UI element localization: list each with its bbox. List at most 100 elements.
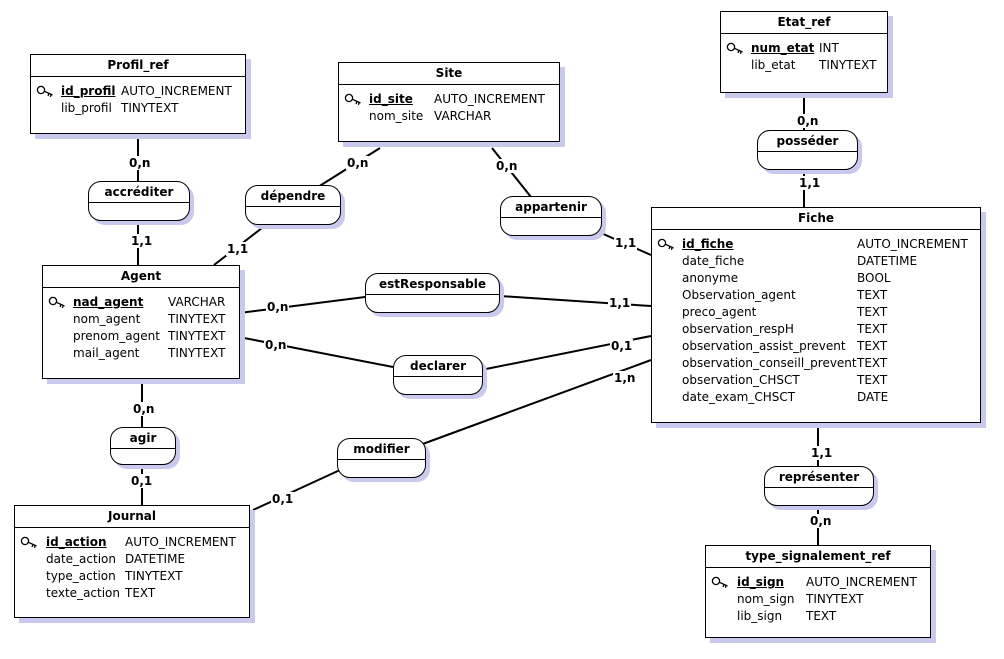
entity-title: Journal	[15, 506, 249, 528]
entity-profil-ref[interactable]: Profil_ref id_profil AUTO_INCREMENT lib_…	[30, 54, 246, 134]
key-icon	[344, 93, 361, 106]
key-icon	[657, 238, 674, 251]
field-name: num_etat	[751, 41, 815, 55]
field-type: TINYTEXT	[168, 329, 226, 343]
entity-title: Agent	[43, 266, 239, 288]
field-name: observation_assist_prevent	[682, 339, 846, 353]
field-row: observation_CHSCT TEXT	[652, 372, 980, 389]
field-row: observation_conseill_prevent TEXT	[652, 355, 980, 372]
field-name: observation_conseill_prevent	[682, 356, 857, 370]
field-type: AUTO_INCREMENT	[434, 92, 545, 106]
association-label: estResponsable	[366, 274, 499, 295]
entity-agent[interactable]: Agent nad_agent VARCHAR nom_agent TINYTE…	[42, 265, 240, 379]
field-name: id_profil	[61, 84, 116, 98]
association-representer[interactable]: représenter	[764, 466, 874, 506]
entity-site[interactable]: Site id_site AUTO_INCREMENT nom_site VAR…	[338, 62, 560, 142]
field-type: TEXT	[857, 305, 888, 319]
field-name: observation_CHSCT	[682, 373, 800, 387]
field-name: type_action	[46, 569, 116, 583]
entity-etat-ref[interactable]: Etat_ref num_etat INT lib_etat TINYTEXT	[720, 11, 888, 93]
cardinality-label: 0,n	[128, 156, 152, 170]
association-label: accréditer	[89, 182, 189, 203]
field-name: id_site	[369, 92, 413, 106]
field-name: id_sign	[737, 575, 785, 589]
field-name: date_exam_CHSCT	[682, 390, 796, 404]
association-posseder[interactable]: posséder	[757, 130, 858, 170]
field-type: AUTO_INCREMENT	[121, 84, 232, 98]
association-accrediter[interactable]: accréditer	[88, 181, 190, 221]
field-name: mail_agent	[73, 346, 140, 360]
field-row: nad_agent VARCHAR	[43, 294, 239, 311]
key-icon	[20, 536, 37, 549]
association-label: posséder	[758, 131, 857, 152]
field-name: anonyme	[682, 271, 739, 285]
field-type: TINYTEXT	[168, 346, 226, 360]
association-label: agir	[111, 428, 175, 449]
entity-title: type_signalement_ref	[706, 546, 930, 568]
field-name: date_fiche	[682, 254, 745, 268]
entity-fiche[interactable]: Fiche id_fiche AUTO_INCREMENT date_fiche…	[651, 207, 981, 423]
association-dependre[interactable]: dépendre	[245, 185, 341, 225]
field-row: Observation_agent TEXT	[652, 287, 980, 304]
line-modifier-fiche	[419, 359, 652, 446]
line-agent-declarer	[238, 336, 394, 368]
field-row: date_exam_CHSCT DATE	[652, 389, 980, 406]
association-appartenir[interactable]: appartenir	[500, 196, 602, 236]
field-row: lib_sign TEXT	[706, 608, 930, 625]
cardinality-label: 1,1	[608, 296, 632, 310]
cardinality-label: 0,n	[796, 114, 820, 128]
field-name: texte_action	[46, 586, 121, 600]
field-type: AUTO_INCREMENT	[857, 237, 968, 251]
field-type: TEXT	[857, 322, 888, 336]
entity-type-signalement-ref[interactable]: type_signalement_ref id_sign AUTO_INCREM…	[705, 545, 931, 638]
field-type: DATETIME	[857, 254, 918, 268]
field-type: TINYTEXT	[819, 58, 877, 72]
key-icon	[726, 42, 743, 55]
cardinality-label: 0,1	[610, 339, 634, 353]
field-row: type_action TINYTEXT	[15, 568, 249, 585]
field-name: date_action	[46, 552, 116, 566]
field-row: mail_agent TINYTEXT	[43, 345, 239, 362]
entity-journal[interactable]: Journal id_action AUTO_INCREMENT date_ac…	[14, 505, 250, 618]
cardinality-label: 1,1	[226, 242, 250, 256]
field-row: id_sign AUTO_INCREMENT	[706, 574, 930, 591]
field-row: id_action AUTO_INCREMENT	[15, 534, 249, 551]
field-name: Observation_agent	[682, 288, 796, 302]
field-row: observation_assist_prevent TEXT	[652, 338, 980, 355]
key-icon	[48, 296, 65, 309]
field-type: TEXT	[125, 586, 156, 600]
cardinality-label: 1,1	[130, 234, 154, 248]
cardinality-label: 1,1	[614, 236, 638, 250]
association-estresponsable[interactable]: estResponsable	[365, 273, 500, 313]
cardinality-label: 1,1	[798, 176, 822, 190]
field-row: date_fiche DATETIME	[652, 253, 980, 270]
cardinality-label: 0,n	[495, 159, 519, 173]
association-declarer[interactable]: declarer	[393, 355, 483, 395]
association-modifier[interactable]: modifier	[337, 438, 426, 478]
field-row: nom_site VARCHAR	[339, 108, 559, 125]
entity-title: Etat_ref	[721, 12, 887, 34]
entity-title: Fiche	[652, 208, 980, 230]
cardinality-label: 0,1	[130, 474, 154, 488]
association-label: modifier	[338, 439, 425, 460]
field-name: nad_agent	[73, 295, 144, 309]
cardinality-label: 0,n	[266, 300, 290, 314]
field-type: DATE	[857, 390, 889, 404]
line-agent-estresponsable	[238, 296, 366, 314]
entity-title: Profil_ref	[31, 55, 245, 77]
cardinality-label: 1,n	[613, 371, 637, 385]
association-agir[interactable]: agir	[110, 427, 176, 465]
field-row: id_fiche AUTO_INCREMENT	[652, 236, 980, 253]
field-type: TEXT	[857, 339, 888, 353]
field-name: id_action	[46, 535, 107, 549]
field-type: INT	[819, 41, 839, 55]
field-type: VARCHAR	[168, 295, 226, 309]
key-icon	[711, 576, 728, 589]
field-row: id_profil AUTO_INCREMENT	[31, 83, 245, 100]
field-name: id_fiche	[682, 237, 734, 251]
cardinality-label: 0,n	[132, 402, 156, 416]
field-row: preco_agent TEXT	[652, 304, 980, 321]
association-label: représenter	[765, 467, 873, 488]
field-row: nom_sign TINYTEXT	[706, 591, 930, 608]
